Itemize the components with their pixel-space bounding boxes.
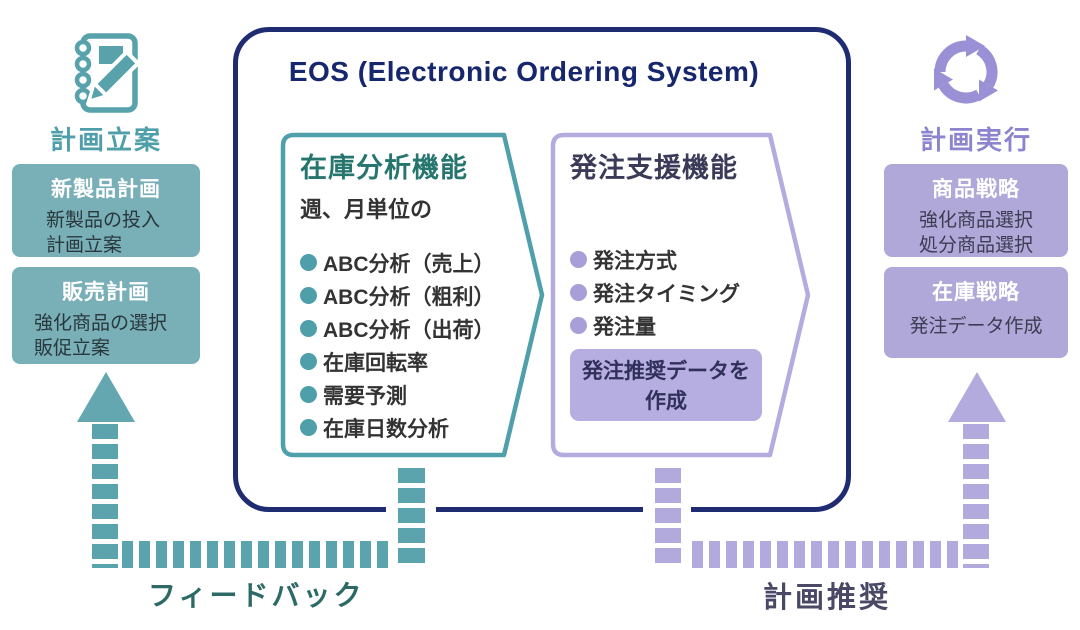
inventory-analysis-panel: 在庫分析機能 週、月単位の ABC分析（売上） ABC分析（粗利） ABC分析（…: [300, 146, 540, 444]
feedback-arrowhead-icon: [77, 372, 135, 422]
panel-title: 在庫分析機能: [300, 153, 468, 183]
list-item: ABC分析（粗利）: [300, 279, 540, 312]
recommendation-drop-dashes: [655, 468, 681, 568]
panel-subtitle: 週、月単位の: [300, 197, 433, 222]
box-line: 強化商品の選択: [34, 313, 168, 334]
bullet-icon: [300, 386, 317, 403]
box-line: 処分商品選択: [918, 235, 1033, 257]
box-title: 在庫戦略: [932, 281, 1020, 304]
box-line: 強化商品選択: [918, 210, 1033, 231]
callout-line: 作成: [645, 390, 687, 414]
inventory-analysis-panel-shape: [280, 132, 545, 458]
order-recommendation-callout: 発注推奨データを 作成: [570, 349, 762, 421]
cycle-arrows-icon: [933, 35, 999, 104]
ordering-support-panel: 発注支援機能 発注方式 発注タイミング 発注量: [570, 146, 790, 342]
list-item: 在庫回転率: [300, 345, 540, 378]
list-item: ABC分析（売上）: [300, 246, 540, 279]
box-title: 商品戦略: [932, 178, 1020, 201]
box-line: 計画立案: [46, 235, 123, 257]
list-item: 発注タイミング: [570, 276, 790, 309]
feedback-arrow-dashes: [92, 424, 118, 568]
plan-execution-label: 計画実行: [919, 125, 1032, 155]
feedback-horizontal-dashes: [122, 541, 390, 568]
inventory-strategy-box: 在庫戦略 発注データ作成: [884, 267, 1068, 358]
bullet-icon: [300, 254, 317, 271]
recommendation-horizontal-dashes: [692, 541, 960, 568]
product-strategy-box: 商品戦略 強化商品選択 処分商品選択: [884, 164, 1068, 257]
box-title: 新製品計画: [51, 178, 161, 201]
bullet-icon: [300, 320, 317, 337]
box-line: 販促立案: [34, 338, 111, 360]
sales-plan-box: 販売計画 強化商品の選択 販促立案: [12, 267, 200, 364]
panel-title: 発注支援機能: [570, 153, 738, 183]
recommendation-arrowhead-icon: [948, 372, 1006, 422]
bullet-icon: [300, 353, 317, 370]
list-item: ABC分析（出荷）: [300, 312, 540, 345]
new-product-plan-box: 新製品計画 新製品の投入 計画立案: [12, 164, 200, 257]
recommendation-arrow-dashes: [963, 424, 989, 568]
eos-title: EOS (Electronic Ordering System): [288, 56, 760, 87]
box-title: 販売計画: [62, 281, 150, 304]
list-item: 発注方式: [570, 243, 790, 276]
list-item: 発注量: [570, 309, 790, 342]
feedback-label: フィードバック: [148, 580, 365, 611]
callout-line: 発注推奨データを: [582, 360, 750, 383]
notebook-pencil-icon: [74, 33, 141, 113]
bullet-icon: [570, 317, 587, 334]
plan-recommendation-label: 計画推奨: [763, 582, 892, 614]
bullet-icon: [570, 284, 587, 301]
box-line: 発注データ作成: [909, 316, 1043, 337]
list-item: 需要予測: [300, 378, 540, 411]
box-line: 新製品の投入: [46, 210, 161, 231]
bullet-icon: [570, 251, 587, 268]
feedback-drop-dashes: [398, 468, 425, 568]
list-item: 在庫日数分析: [300, 411, 540, 444]
plan-formulation-label: 計画立案: [49, 125, 162, 155]
bullet-icon: [300, 287, 317, 304]
bullet-icon: [300, 419, 317, 436]
